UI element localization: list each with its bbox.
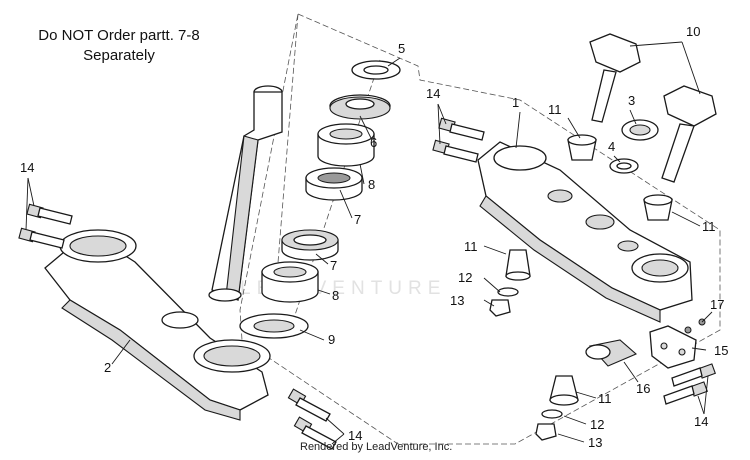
callout-labels: 5 6 8 7 7 8 9 10 1 3 4 11 11 11 12 13 14… <box>20 24 728 450</box>
washer-4 <box>609 158 639 174</box>
screws-17 <box>684 318 706 334</box>
rubber-mount-11b <box>643 194 673 221</box>
bolt-pair-lower-right <box>663 363 716 405</box>
callout-6: 6 <box>370 135 377 150</box>
seal-7-lower <box>281 229 339 261</box>
callout-8-upper: 8 <box>368 177 375 192</box>
nut-13a <box>489 299 511 317</box>
dust-seal-9 <box>239 313 309 339</box>
handlebar-riser-10a <box>589 33 641 123</box>
bearing-8-lower <box>261 261 319 303</box>
bolt-pair-upper-right <box>432 117 485 163</box>
nut-13b <box>535 423 557 441</box>
callout-14-bottom: 14 <box>348 428 362 443</box>
callout-4: 4 <box>608 139 615 154</box>
cover-16 <box>585 339 638 367</box>
callout-17: 17 <box>710 297 724 312</box>
callout-10: 10 <box>686 24 700 39</box>
callout-11-mid: 11 <box>464 239 478 254</box>
callout-15: 15 <box>714 343 728 358</box>
callout-13-bottom: 13 <box>588 435 602 450</box>
callout-11-top: 11 <box>548 102 562 117</box>
steering-stem <box>208 85 283 302</box>
axis-line <box>274 13 299 301</box>
lower-triple-clamp <box>44 229 271 421</box>
callout-5: 5 <box>398 41 405 56</box>
rubber-mount-11a <box>567 134 597 161</box>
callout-12-mid: 12 <box>458 270 472 285</box>
callout-16: 16 <box>636 381 650 396</box>
handlebar-riser-10b <box>661 85 717 183</box>
washer-6 <box>329 94 391 120</box>
upper-triple-clamp <box>477 141 693 323</box>
seal-7-upper <box>305 167 363 201</box>
callout-2: 2 <box>104 360 111 375</box>
callout-8-lower: 8 <box>332 288 339 303</box>
callout-14-upper-right: 14 <box>426 86 440 101</box>
callout-11-bottom: 11 <box>598 391 612 406</box>
assembly-outline <box>239 13 721 445</box>
order-note-line1: Do NOT Order partt. 7-8 <box>38 27 200 44</box>
rubber-mount-11d <box>549 375 579 406</box>
bushing-3 <box>621 119 659 141</box>
callout-7-lower: 7 <box>330 258 337 273</box>
callout-7-upper: 7 <box>354 212 361 227</box>
bracket-15 <box>649 325 697 369</box>
callout-9: 9 <box>328 332 335 347</box>
bearing-8-upper <box>317 123 375 167</box>
bolt-pair-bottom <box>287 388 337 450</box>
callout-14-lower-right: 14 <box>694 414 708 429</box>
callout-3: 3 <box>628 93 635 108</box>
callout-1: 1 <box>512 95 519 110</box>
leader-lines <box>25 41 713 445</box>
order-note: Do NOT Order partt. 7-8 Separately <box>14 26 224 66</box>
washer-12a <box>497 287 519 297</box>
ring-nut-5 <box>351 60 401 80</box>
callout-12-bottom: 12 <box>590 417 604 432</box>
render-credit: Rendered by LeadVenture, Inc. <box>300 441 453 453</box>
callout-11-right: 11 <box>702 219 716 234</box>
rubber-mount-11c <box>505 249 531 281</box>
order-note-line2: Separately <box>83 47 155 64</box>
bolt-pair-left-top <box>18 203 73 249</box>
callout-13-mid: 13 <box>450 293 464 308</box>
washer-12b <box>541 409 563 419</box>
callout-14-left: 14 <box>20 160 34 175</box>
